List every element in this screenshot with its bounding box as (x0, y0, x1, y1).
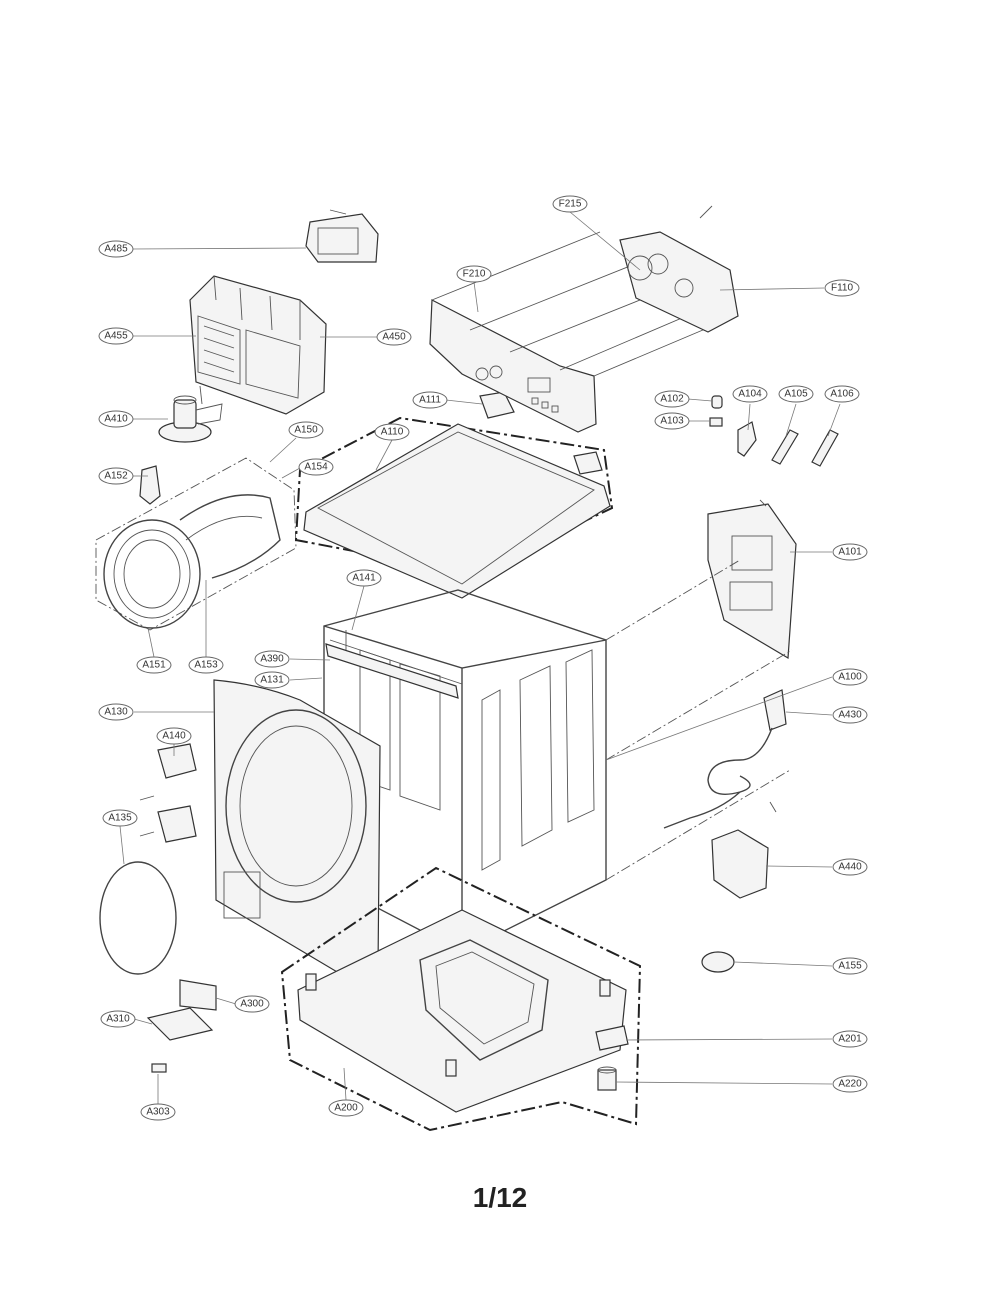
callout-a102: A102 (654, 390, 690, 408)
callout-a153: A153 (188, 656, 224, 674)
part-a430-cord (663, 689, 787, 829)
callout-a450: A450 (376, 328, 412, 346)
svg-text:A220: A220 (838, 1079, 862, 1090)
callout-a303: A303 (140, 1103, 176, 1121)
svg-text:F215: F215 (559, 199, 582, 210)
svg-text:A150: A150 (294, 425, 318, 436)
svg-text:A450: A450 (382, 332, 406, 343)
part-a390 (325, 643, 459, 699)
part-a410 (158, 385, 223, 443)
callout-f110: F110 (824, 279, 860, 297)
svg-text:A101: A101 (838, 547, 862, 558)
part-a140 (139, 743, 197, 843)
callout-a485: A485 (98, 240, 134, 258)
svg-text:F110: F110 (831, 283, 853, 294)
svg-text:A485: A485 (104, 244, 128, 255)
part-small-components (709, 395, 839, 467)
svg-text:A151: A151 (142, 660, 166, 671)
callout-a105: A105 (778, 385, 814, 403)
callout-a220: A220 (832, 1075, 868, 1093)
svg-text:A110: A110 (381, 427, 404, 438)
svg-text:A106: A106 (830, 389, 854, 400)
part-a440 (711, 801, 777, 899)
svg-text:A303: A303 (146, 1107, 170, 1118)
callout-a135: A135 (102, 809, 138, 827)
svg-text:A135: A135 (108, 813, 132, 824)
callout-a152: A152 (98, 467, 134, 485)
svg-text:A111: A111 (419, 395, 441, 406)
part-a100-cabinet (323, 559, 793, 953)
callout-a130: A130 (98, 703, 134, 721)
callout-a440: A440 (832, 858, 868, 876)
page-number: 1/12 (472, 1182, 528, 1213)
callout-a111: A111 (412, 391, 448, 409)
callout-a141: A141 (346, 569, 382, 587)
callout-a101: A101 (832, 543, 868, 561)
svg-text:A153: A153 (194, 660, 218, 671)
svg-text:A152: A152 (104, 471, 128, 482)
part-a152 (139, 465, 161, 505)
part-a155 (701, 951, 735, 973)
svg-text:A104: A104 (738, 389, 762, 400)
part-a150-door (95, 457, 297, 631)
svg-text:A130: A130 (104, 707, 128, 718)
svg-text:A430: A430 (838, 710, 862, 721)
svg-text:A131: A131 (260, 675, 284, 686)
part-a101-rear-panel (707, 499, 797, 660)
svg-text:A105: A105 (784, 389, 808, 400)
svg-text:A200: A200 (334, 1103, 358, 1114)
callout-a110: A110 (374, 423, 410, 441)
part-a485 (305, 209, 379, 263)
callout-a430: A430 (832, 706, 868, 724)
callout-a151: A151 (136, 656, 172, 674)
callout-a390: A390 (254, 650, 290, 668)
part-a110-top-plate (294, 416, 614, 599)
callout-a155: A155 (832, 957, 868, 975)
part-a455-a450 (189, 275, 327, 415)
part-control-panel (429, 205, 739, 433)
callout-a106: A106 (824, 385, 860, 403)
svg-text:A390: A390 (260, 654, 284, 665)
callout-a300: A300 (234, 995, 270, 1013)
part-a200-base (280, 866, 642, 1132)
svg-text:A100: A100 (838, 672, 862, 683)
callout-f210: F210 (456, 265, 492, 283)
part-a300-a310 (146, 979, 217, 1073)
svg-text:A141: A141 (352, 573, 376, 584)
svg-text:A140: A140 (162, 731, 186, 742)
svg-text:F210: F210 (463, 269, 486, 280)
callout-a103: A103 (654, 412, 690, 430)
svg-text:A102: A102 (660, 394, 684, 405)
svg-text:A410: A410 (104, 414, 128, 425)
part-a130-front-panel (213, 679, 381, 983)
part-a220-foot (597, 1066, 617, 1091)
callout-a140: A140 (156, 727, 192, 745)
leader-lines (119, 211, 841, 1104)
svg-text:A440: A440 (838, 862, 862, 873)
part-a201 (595, 1025, 629, 1051)
svg-text:A310: A310 (106, 1014, 130, 1025)
callout-a154: A154 (298, 458, 334, 476)
svg-text:A300: A300 (240, 999, 264, 1010)
part-a135-ring (99, 861, 177, 975)
svg-text:A155: A155 (838, 961, 862, 972)
callout-a100: A100 (832, 668, 868, 686)
callout-a104: A104 (732, 385, 768, 403)
callout-a310: A310 (100, 1010, 136, 1028)
svg-text:A154: A154 (304, 462, 328, 473)
part-a111-right (573, 451, 603, 475)
callout-a200: A200 (328, 1099, 364, 1117)
callout-a455: A455 (98, 327, 134, 345)
callout-a201: A201 (832, 1030, 868, 1048)
svg-text:A201: A201 (838, 1034, 862, 1045)
callout-a410: A410 (98, 410, 134, 428)
callout-a150: A150 (288, 421, 324, 439)
svg-text:A455: A455 (104, 331, 128, 342)
callout-f215: F215 (552, 195, 588, 213)
callout-a131: A131 (254, 671, 290, 689)
svg-text:A103: A103 (660, 416, 684, 427)
part-a111 (479, 391, 515, 419)
